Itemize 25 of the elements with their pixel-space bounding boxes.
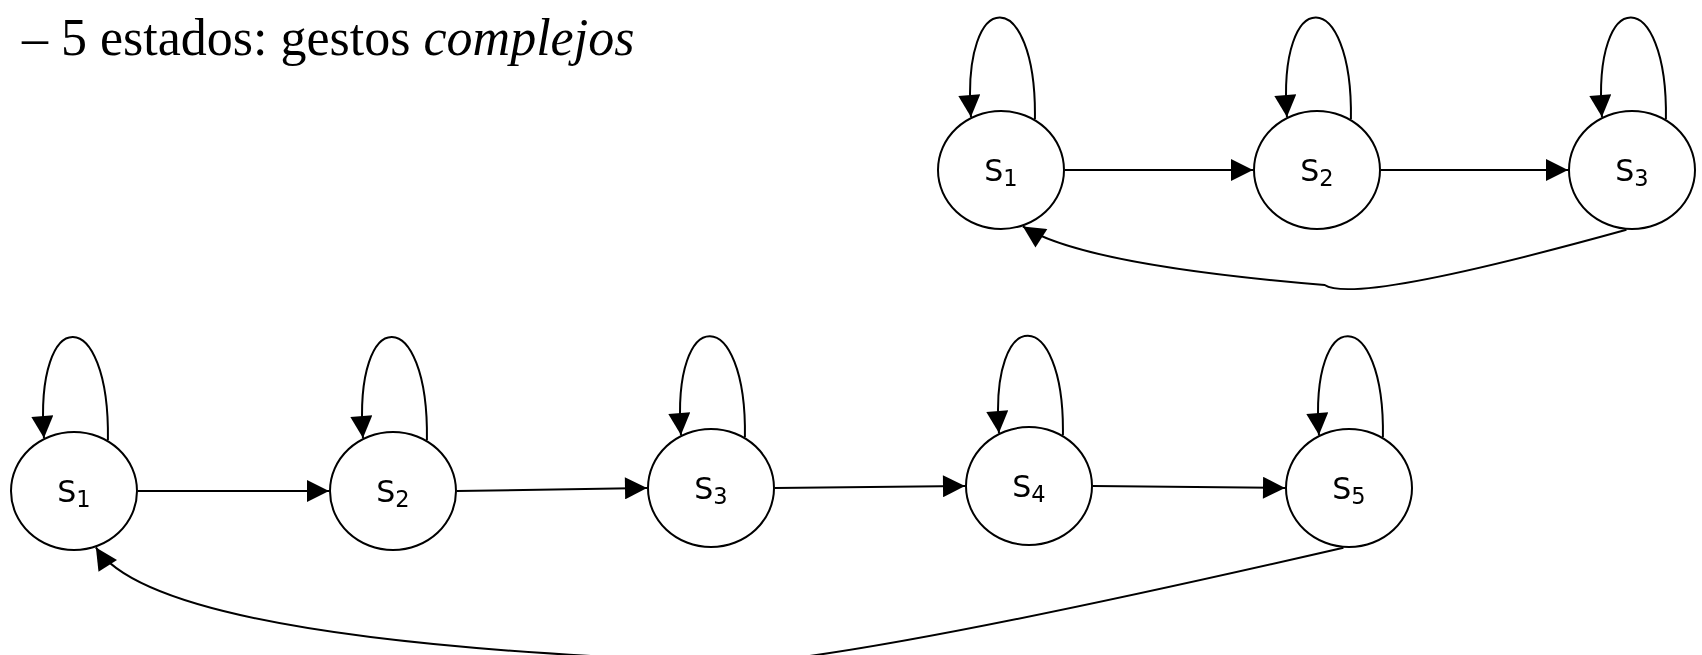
heading-text: – 5 estados: gestos complejos [22, 12, 635, 64]
arrow [1275, 16, 1352, 121]
arrow [959, 16, 1036, 121]
arrow [456, 477, 648, 500]
state-label: S$_{2}$ [1300, 151, 1334, 193]
state-label: S$_{1}$ [57, 472, 91, 514]
arrow [987, 334, 1064, 437]
arrow [774, 475, 966, 498]
arrow [669, 335, 746, 439]
arrow [1092, 476, 1286, 499]
arrow [1064, 159, 1254, 181]
arrow [32, 336, 109, 442]
state-label: S$_{2}$ [376, 472, 410, 514]
state-label: S$_{5}$ [1332, 469, 1366, 511]
arrow [1590, 16, 1667, 121]
arrow [351, 336, 428, 442]
state-label: S$_{1}$ [984, 151, 1018, 193]
arrow [94, 546, 1345, 655]
state-label: S$_{3}$ [694, 469, 728, 511]
state-label: S$_{4}$ [1012, 467, 1046, 509]
arrow [1380, 159, 1569, 181]
arrow [1021, 225, 1628, 291]
arrow [1307, 335, 1384, 439]
state-label: S$_{3}$ [1615, 151, 1649, 193]
arrow [137, 480, 330, 502]
